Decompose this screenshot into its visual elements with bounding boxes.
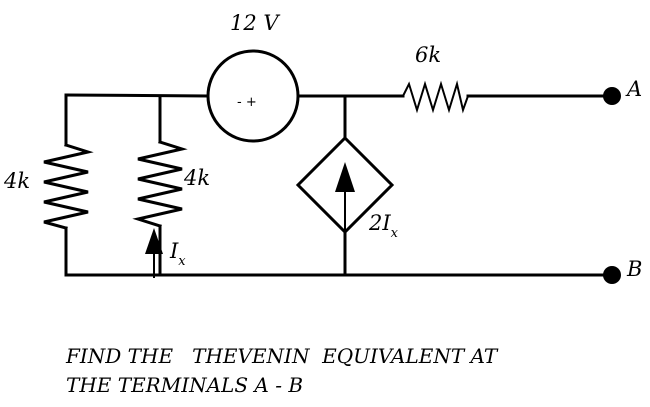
source-value-label: 12 V [230, 11, 280, 35]
top-wire-left [64, 93, 210, 98]
resistor-left-label: 4k [3, 169, 30, 193]
problem-line-2: THE TERMINALS A - B [66, 373, 304, 397]
resistor-middle-label: 4k [183, 166, 210, 190]
current-label: Ix [169, 239, 186, 269]
ix-arrow-icon [145, 228, 163, 254]
source-polarity-label: - + [237, 95, 257, 110]
problem-line-1: FIND THE THEVENIN EQUIVALENT AT [66, 344, 498, 368]
resistor-middle [132, 140, 188, 228]
terminal-b-label: B [626, 257, 642, 281]
voltage-source [206, 49, 300, 143]
dep-arrow-icon [335, 162, 355, 192]
current-symbol: I [169, 239, 179, 263]
terminal-a-dot [603, 87, 621, 105]
resistor-left [43, 143, 94, 230]
terminal-a-label: A [625, 77, 642, 101]
dependent-subscript: x [391, 226, 399, 241]
terminal-b-dot [603, 266, 621, 284]
resistor-series [402, 80, 469, 114]
resistor-series-label: 6k [415, 43, 441, 67]
dependent-source-label: 2Ix [368, 211, 399, 241]
current-subscript: x [178, 254, 186, 269]
dependent-coefficient: 2I [368, 211, 391, 235]
